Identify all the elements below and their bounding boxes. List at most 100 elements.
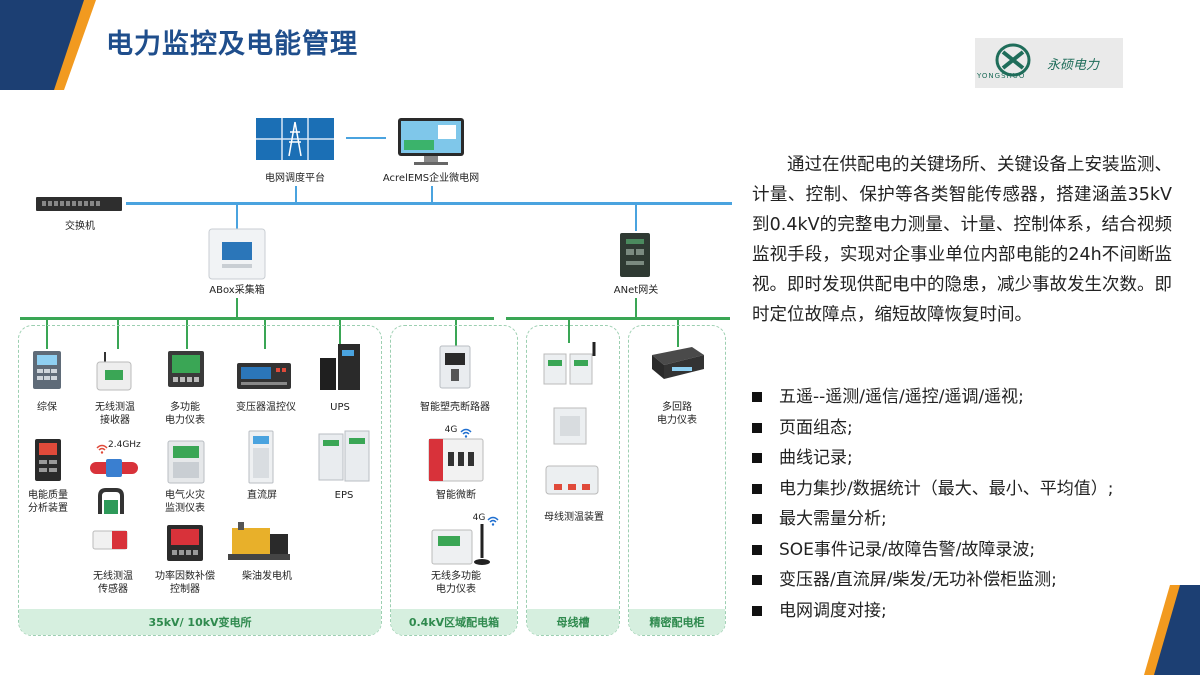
- system-architecture-diagram: 电网调度平台 AcrelEMS企业微电网 交换机 ABox采集箱: [0, 100, 740, 660]
- eps-cabinet-icon: [318, 430, 370, 482]
- abox-collector-label: ABox采集箱: [209, 285, 265, 296]
- power-quality-analyzer-device: [34, 438, 62, 486]
- anet-gateway-device: [618, 231, 654, 283]
- multi-loop-meter-device: [648, 345, 706, 385]
- fire-monitor-device: [167, 440, 205, 488]
- bullet-square-icon: [752, 544, 762, 555]
- anet-downlink-line: [635, 298, 637, 318]
- transformer-temp-controller-label: 变压器温控仪: [236, 402, 296, 413]
- platform-drop-line: [295, 186, 297, 203]
- field-bus-right: [506, 317, 730, 320]
- page-title: 电力监控及电能管理: [106, 29, 358, 60]
- temp-sensor-clamp-icon: [98, 488, 124, 514]
- diesel-generator-label: 柴油发电机: [242, 571, 292, 582]
- wifi-icon: [487, 516, 499, 526]
- feature-item: 电网调度对接;: [752, 596, 1182, 627]
- pf-controller-icon: [167, 525, 203, 561]
- ups-icon: [320, 344, 360, 390]
- mcb-icon: [428, 438, 484, 482]
- zone-substation-footer: 35kV/ 10kV变电所: [19, 609, 381, 635]
- diesel-generator-device: [226, 518, 292, 566]
- bullet-square-icon: [752, 392, 762, 403]
- temp-controller-icon: [237, 363, 291, 389]
- feature-item: SOE事件记录/故障告警/故障录波;: [752, 535, 1182, 566]
- feature-text: 最大需量分析;: [779, 509, 887, 529]
- platform-link-line: [346, 137, 386, 139]
- logo-mark-text: YONGSHUO: [977, 72, 1026, 80]
- wireless-multi-meter-label: 无线多功能 电力仪表: [431, 571, 481, 595]
- smart-breaker-label: 智能微断: [436, 490, 476, 501]
- corner-decoration-top-left: [0, 0, 96, 90]
- bullet-square-icon: [752, 514, 762, 525]
- video-wall-icon: [256, 118, 334, 160]
- zone-busway-footer: 母线槽: [527, 609, 619, 635]
- wifi-badge-24ghz-label: 2.4GHz: [108, 440, 141, 450]
- ups-label: UPS: [330, 402, 350, 413]
- network-switch-device: [36, 196, 122, 215]
- wireless-temp-sensor-clamp-device: [96, 488, 126, 522]
- zone-precision-cabinet-footer: 精密配电柜: [629, 609, 725, 635]
- feature-text: 电网调度对接;: [779, 600, 887, 621]
- feature-item: 页面组态;: [752, 413, 1182, 444]
- zone4-drop-line: [677, 319, 679, 347]
- dc-panel-device: [248, 430, 274, 488]
- abox-collector-device: [208, 228, 266, 284]
- dc-panel-label: 直流屏: [247, 490, 277, 501]
- feature-text: 电力集抄/数据统计（最大、最小、平均值）;: [779, 478, 1114, 499]
- anet-uplink-line: [635, 205, 637, 231]
- zone1-drop-line: [264, 319, 266, 349]
- receiver-icon: [96, 352, 132, 391]
- ems-platform-label: AcrelEMS企业微电网: [382, 173, 480, 184]
- pf-compensation-controller-device: [166, 524, 204, 566]
- busbar-temp-label: 母线测温装置: [544, 512, 604, 523]
- zone1-drop-line: [46, 319, 48, 349]
- zongbao-label: 综保: [37, 402, 57, 413]
- switch-icon: [36, 197, 122, 211]
- signal-icon-meter: [487, 511, 499, 530]
- bullet-square-icon: [752, 453, 762, 464]
- analyzer-icon: [35, 439, 61, 481]
- feature-item: 电力集抄/数据统计（最大、最小、平均值）;: [752, 474, 1182, 505]
- zone-precision-cabinet: 精密配电柜: [628, 325, 726, 636]
- busbar-temp-unit-top: [542, 340, 600, 392]
- signal-icon-breaker: [460, 423, 472, 442]
- pf-compensation-controller-label: 功率因数补偿 控制器: [155, 571, 215, 595]
- wifi-icon: [96, 444, 108, 454]
- badge-4g-meter: 4G: [472, 513, 486, 523]
- network-bus-line: [126, 202, 732, 205]
- bullet-square-icon: [752, 575, 762, 586]
- multi-meter-label: 多功能 电力仪表: [165, 402, 205, 426]
- feature-text: 页面组态;: [779, 417, 853, 438]
- wireless-temp-sensor-label: 无线测温 传感器: [93, 571, 133, 595]
- grid-dispatch-platform-device: [256, 118, 334, 164]
- monitor-icon: [398, 118, 464, 165]
- power-quality-analyzer-label: 电能质量 分析装置: [28, 490, 68, 514]
- fire-monitor-label: 电气火灾 监测仪表: [165, 490, 205, 514]
- smart-mccb-label: 智能塑壳断路器: [420, 402, 490, 413]
- multi-meter-device: [167, 350, 205, 392]
- zone-distribution-box: 0.4kV区域配电箱: [390, 325, 518, 636]
- smart-mccb-device: [439, 345, 471, 393]
- zongbao-device: [32, 350, 62, 394]
- zone-busway: 母线槽: [526, 325, 620, 636]
- feature-item: 变压器/直流屏/柴发/无功补偿柜监测;: [752, 565, 1182, 596]
- abox-uplink-line: [236, 205, 238, 229]
- ups-device: [320, 344, 360, 394]
- relay-protection-icon: [33, 351, 61, 389]
- busbar-sensor-icon: [553, 407, 587, 445]
- busbar-temp-unit-bottom: [544, 462, 600, 502]
- bullet-square-icon: [752, 422, 762, 433]
- wireless-temp-receiver-label: 无线测温 接收器: [95, 402, 135, 426]
- busbar-temp-unit-middle: [552, 406, 588, 450]
- collector-box-icon: [208, 228, 266, 280]
- zone3-drop-line: [568, 319, 570, 343]
- meter-icon: [168, 351, 204, 387]
- temp-sensor-strap-icon: [90, 459, 138, 477]
- platform-drop-line: [431, 186, 433, 203]
- zone-substation: 35kV/ 10kV变电所: [18, 325, 382, 636]
- multi-loop-meter-icon: [652, 347, 704, 379]
- smart-breaker-device: [428, 438, 484, 486]
- wifi-badge-24ghz: [96, 439, 108, 458]
- feature-item: 曲线记录;: [752, 443, 1182, 474]
- company-logo: YONGSHUO 永硕电力: [975, 38, 1123, 88]
